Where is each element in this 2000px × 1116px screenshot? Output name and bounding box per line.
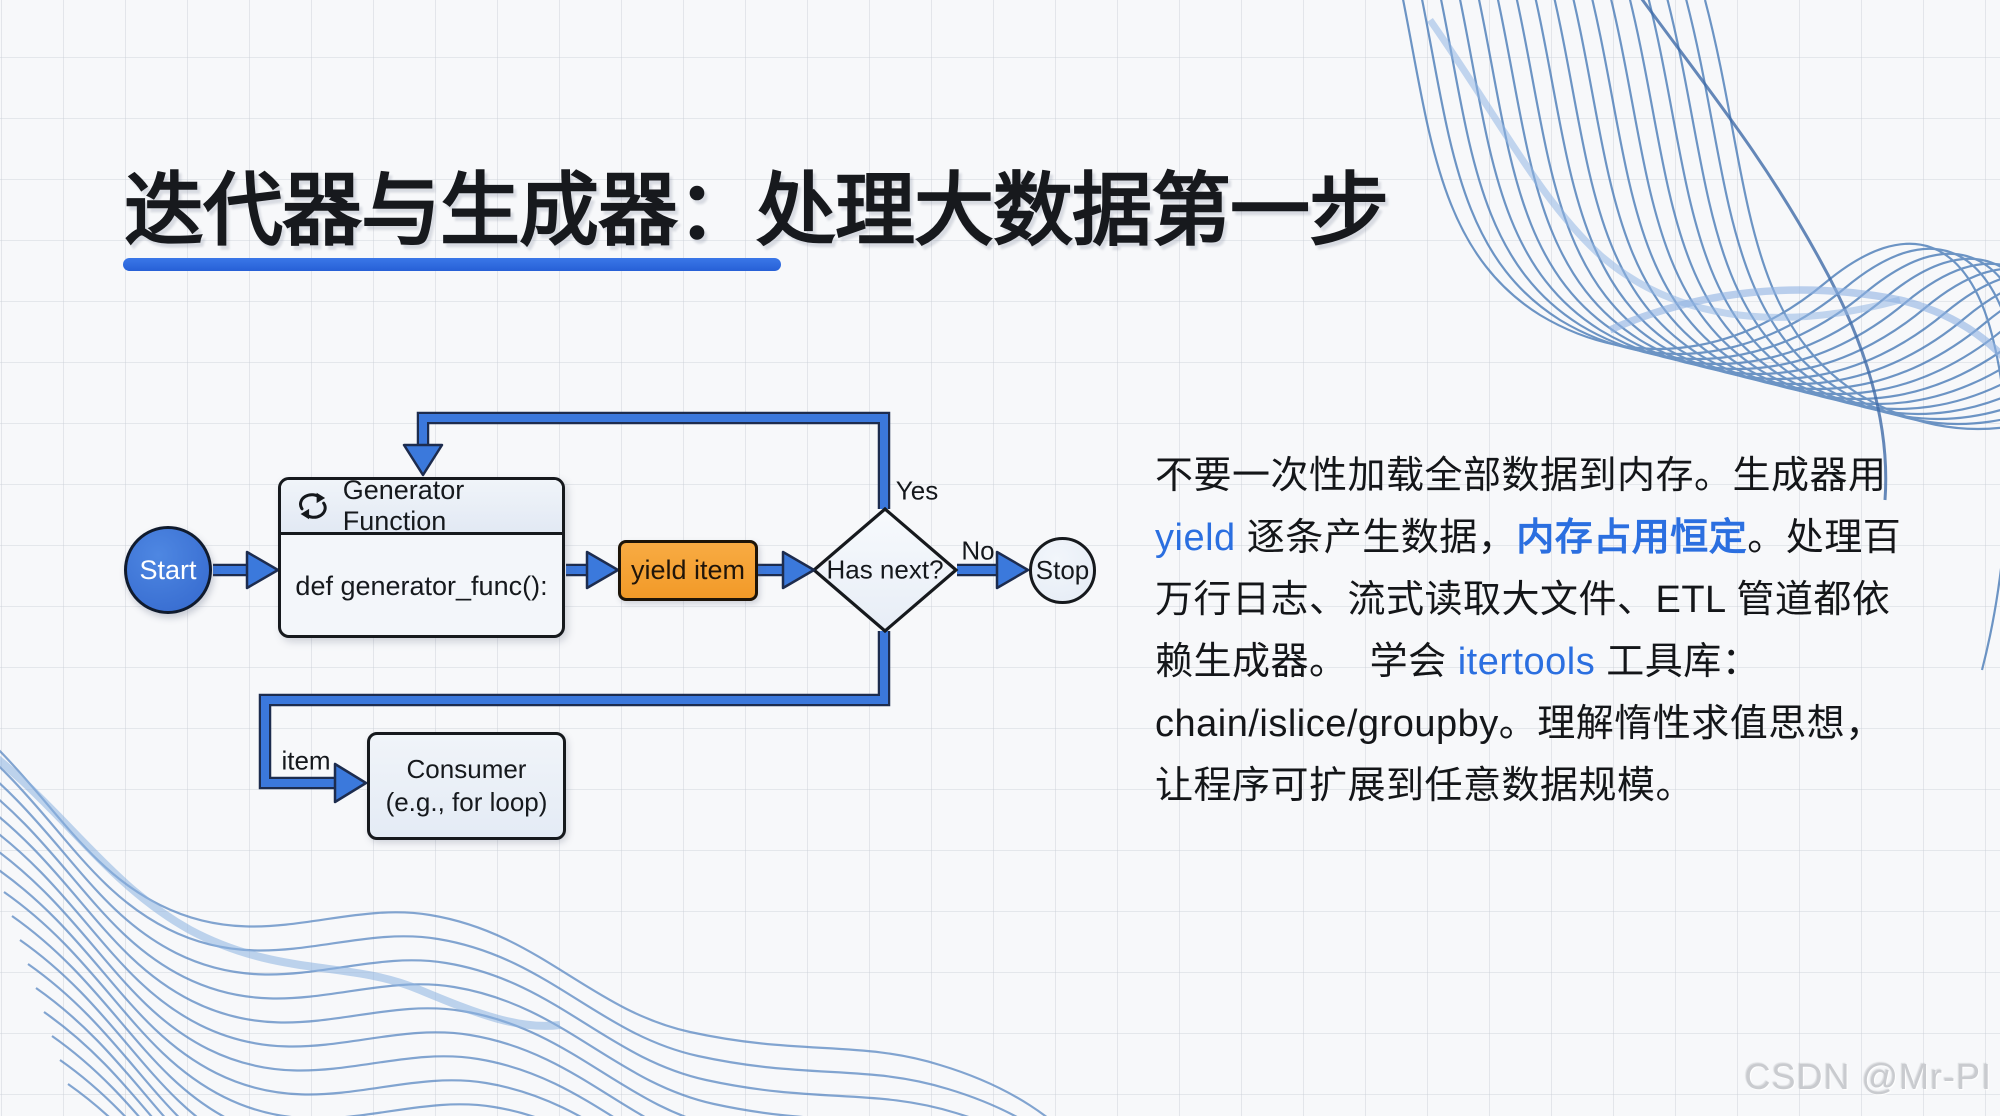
edge-label-item: item bbox=[281, 745, 331, 776]
yield-label: yield item bbox=[630, 555, 746, 585]
generator-header-label: Generator Function bbox=[342, 477, 465, 536]
arrowhead bbox=[585, 550, 620, 590]
stop-label: Stop bbox=[1035, 555, 1090, 585]
yield-item-node: yield item bbox=[618, 540, 758, 601]
paragraph-line: 万行日志、流式读取大文件、ETL 管道都依 bbox=[1155, 579, 1891, 621]
generator-function-node: Generator Function def generator_func(): bbox=[278, 477, 565, 638]
start-node: Start bbox=[124, 526, 212, 614]
generator-code-text: def generator_func(): bbox=[295, 571, 548, 601]
paragraph-line: yield 逐条产生数据，内存占用恒定。处理百 bbox=[1155, 517, 1902, 559]
watermark: CSDN @Mr-PI bbox=[1744, 1056, 1992, 1097]
paragraph-line: chain/islice/groupby。理解惰性求值思想， bbox=[1155, 703, 1884, 745]
title-accent-bar bbox=[123, 258, 781, 271]
paragraph-line: 赖生成器。 学会 itertools 工具库： bbox=[1155, 641, 1761, 683]
start-label: Start bbox=[139, 554, 197, 585]
paragraph-line: 让程序可扩展到任意数据规模。 bbox=[1155, 765, 1695, 807]
decision-diamond bbox=[811, 506, 959, 634]
arrowhead bbox=[995, 550, 1030, 590]
cycle-icon bbox=[299, 492, 327, 520]
description-paragraph: 不要一次性加载全部数据到内存。生成器用 yield 逐条产生数据，内存占用恒定。… bbox=[1155, 445, 1901, 817]
edge-item-path bbox=[258, 631, 891, 790]
arrowhead bbox=[333, 762, 368, 804]
arrowhead bbox=[245, 550, 280, 590]
stop-node: Stop bbox=[1029, 537, 1096, 604]
decision-label: Has next? bbox=[826, 554, 944, 585]
consumer-title: Consumer bbox=[406, 754, 527, 784]
edge-label-no: No bbox=[961, 535, 995, 566]
page-title: 迭代器与生成器：处理大数据第一步 bbox=[124, 166, 1389, 255]
arrowhead-down bbox=[402, 443, 444, 477]
consumer-node: Consumer (e.g., for loop) bbox=[367, 732, 566, 840]
paragraph-line: 不要一次性加载全部数据到内存。生成器用 bbox=[1155, 455, 1887, 497]
generator-node-header: Generator Function bbox=[281, 477, 562, 536]
edge-label-yes: Yes bbox=[895, 475, 939, 506]
arrowhead bbox=[781, 550, 816, 590]
consumer-subtitle: (e.g., for loop) bbox=[385, 787, 548, 817]
